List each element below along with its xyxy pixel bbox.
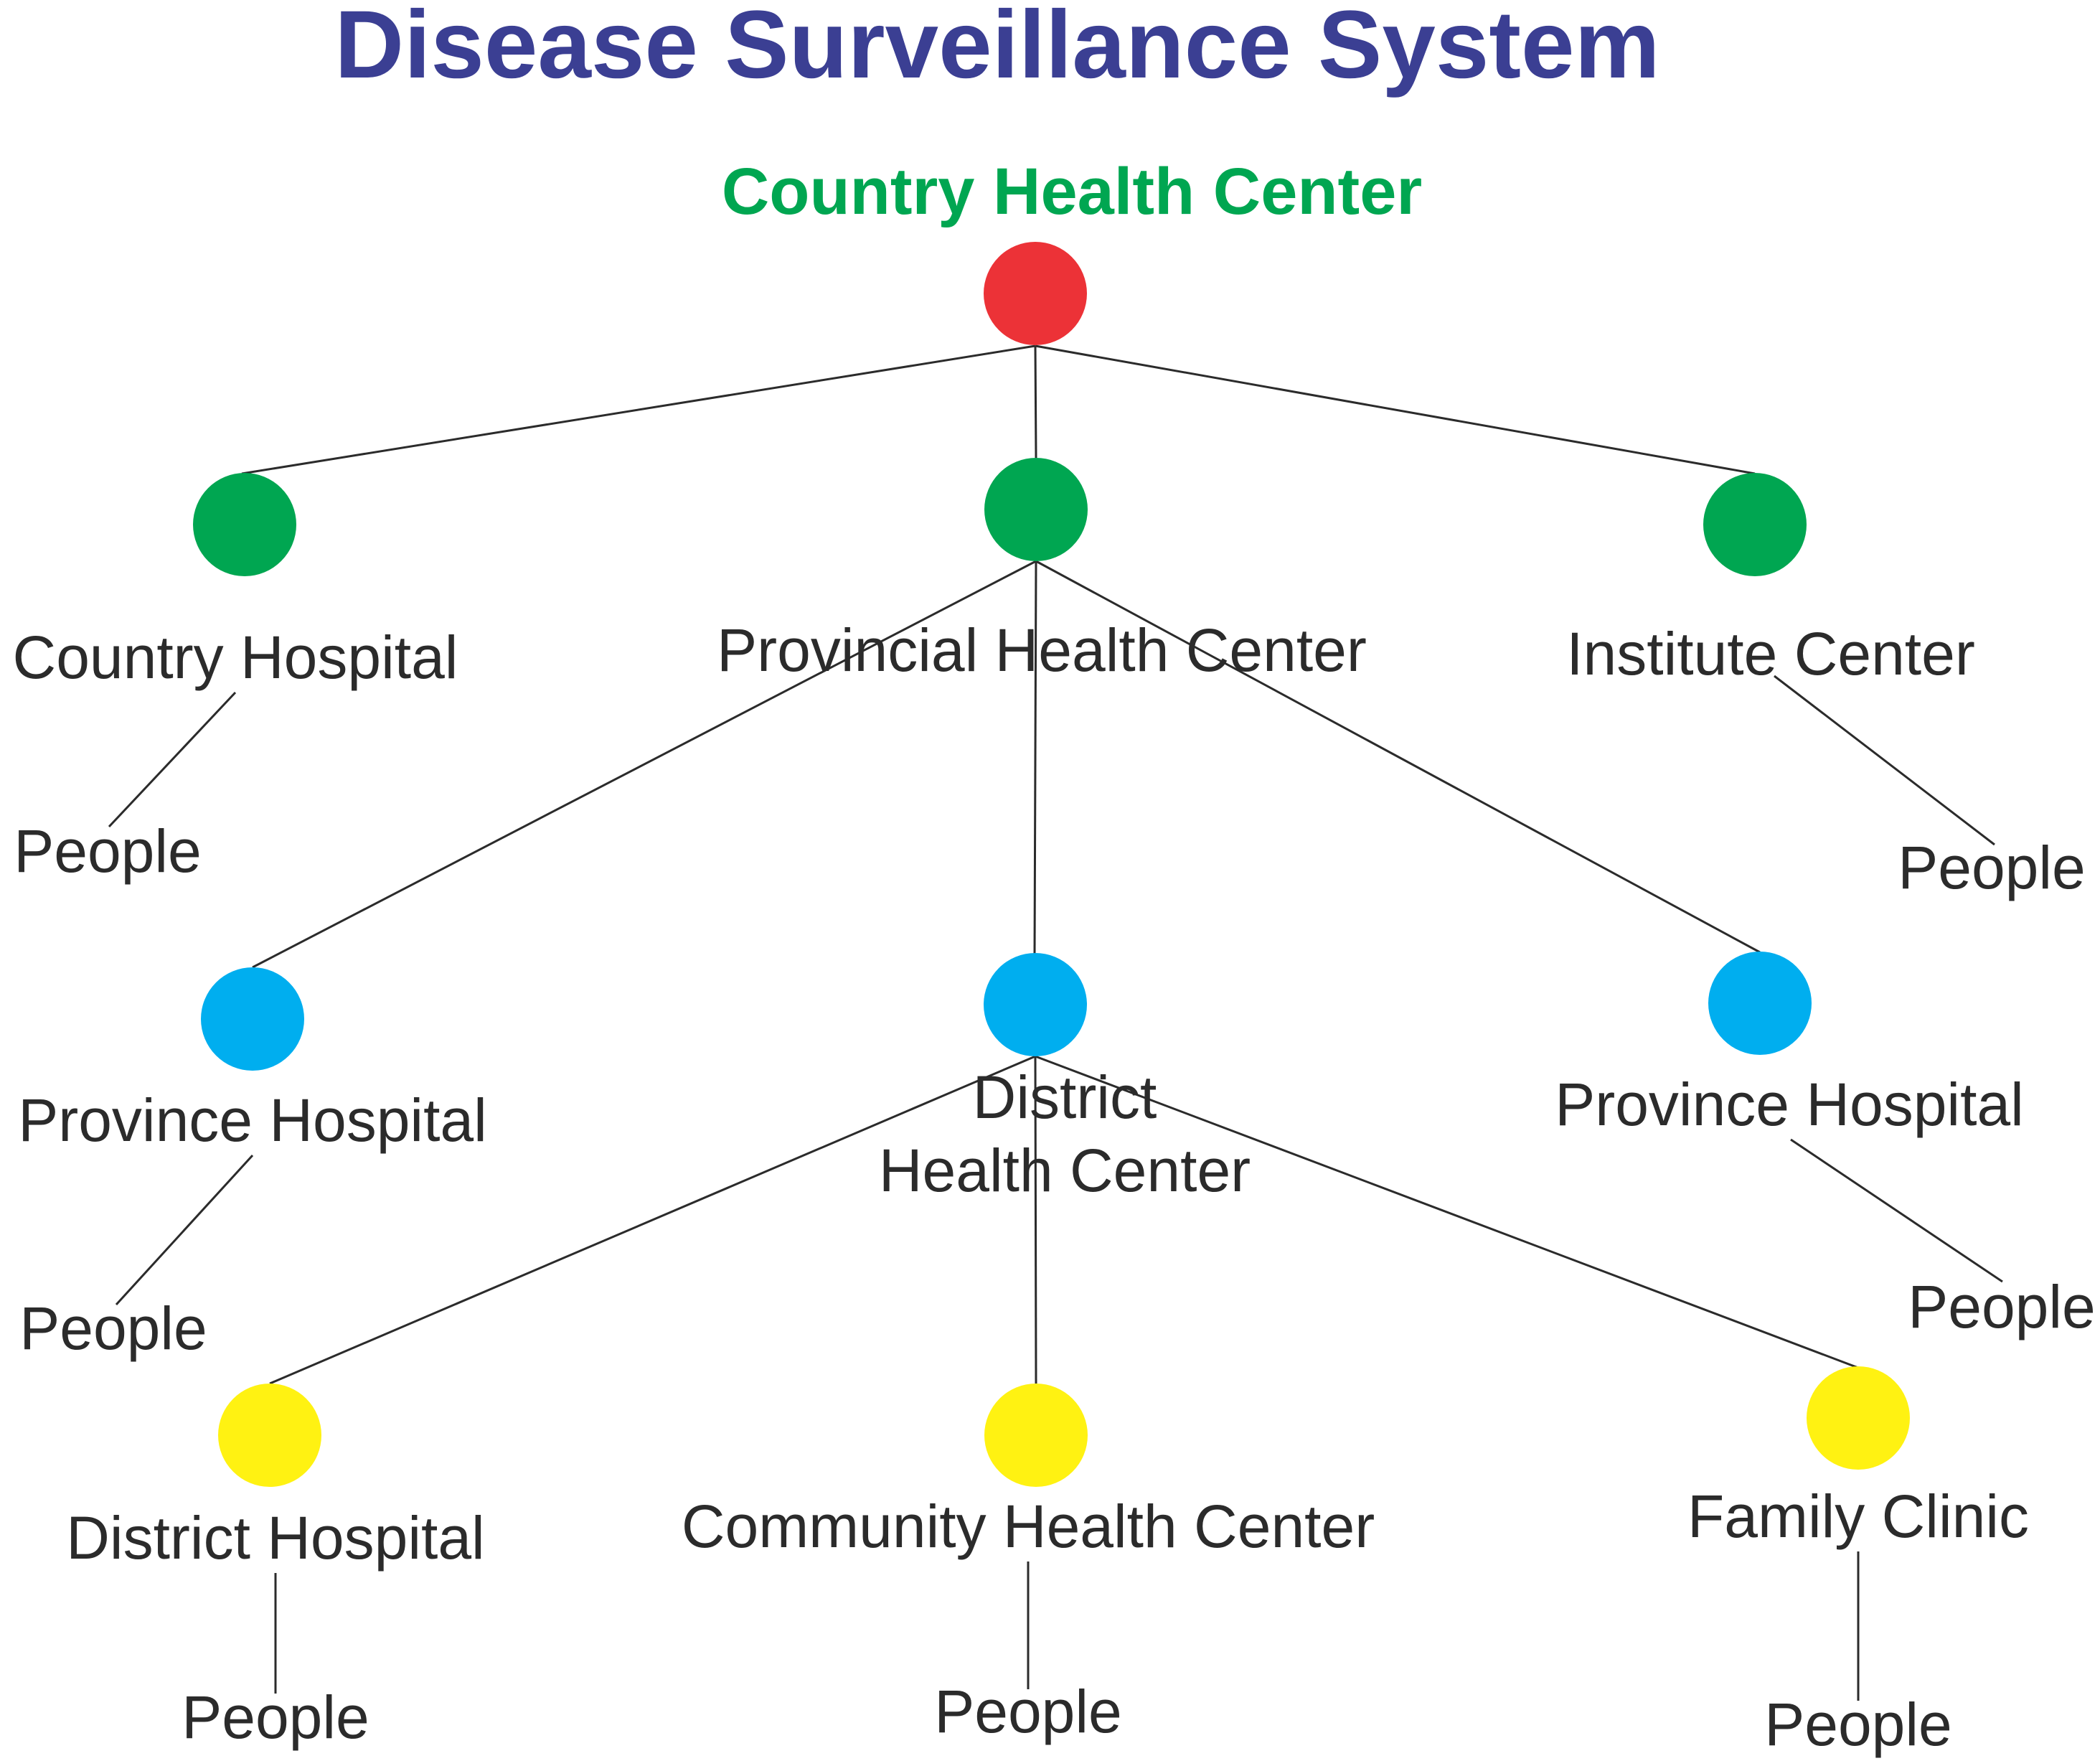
family-clinic-people-label: People [1764,1691,1952,1758]
country-hospital-people-label: People [14,817,202,885]
country-hospital-node [193,473,296,576]
district-hospital-label: District Hospital [66,1504,484,1572]
family-clinic-node [1807,1366,1910,1470]
institute-center-people-label: People [1898,834,2086,901]
province-hospital-left-label: Province Hospital [18,1086,487,1154]
edge-root-country-hospital [241,344,1036,475]
country-health-center-node [984,242,1087,345]
district-hospital-node [218,1384,321,1487]
family-clinic-label: Family Clinic [1687,1483,2029,1550]
edge-root-provincial [1034,345,1037,459]
connector-lines [108,344,2003,1701]
edge-provincial-province-hospital-left [252,560,1037,969]
provincial-health-center-label: Provincial Health Center [717,616,1367,684]
edge-provincial-district [1033,560,1037,955]
node-labels: Country Hospital Provincial Health Cente… [13,616,2029,1572]
root-label: Country Health Center [722,155,1422,228]
district-hospital-people-label: People [182,1683,369,1751]
district-health-center-node [984,953,1087,1056]
edge-province-hospital-left-people [115,1154,254,1306]
province-hospital-right-people-label: People [1908,1273,2096,1340]
institute-center-label: Institute Center [1566,620,1975,687]
edge-institute-people [1774,675,1995,846]
district-health-center-label-line1: District [973,1063,1157,1131]
province-hospital-right-label: Province Hospital [1555,1071,2024,1138]
provincial-health-center-node [984,458,1088,561]
edge-province-hospital-right-people [1790,1138,2003,1283]
edge-district-family-clinic [1035,1055,1859,1369]
community-health-center-people-label: People [934,1678,1122,1745]
province-hospital-left-people-label: People [19,1295,207,1362]
community-health-center-node [984,1384,1088,1487]
province-hospital-right-node [1708,952,1812,1055]
edge-country-hospital-people [108,691,237,828]
community-health-center-label: Community Health Center [682,1493,1375,1560]
country-hospital-label: Country Hospital [13,624,458,691]
edge-provincial-province-hospital-right [1035,560,1761,954]
institute-center-node [1703,473,1807,576]
province-hospital-left-node [201,967,304,1071]
edge-district-district-hospital [269,1055,1036,1385]
diagram-title: Disease Surveillance System [334,0,1659,98]
district-health-center-label-line2: Health Center [879,1137,1251,1204]
edge-root-institute [1035,344,1756,475]
edge-district-community [1034,1056,1037,1384]
people-labels: People People People People People Peopl… [14,817,2096,1758]
